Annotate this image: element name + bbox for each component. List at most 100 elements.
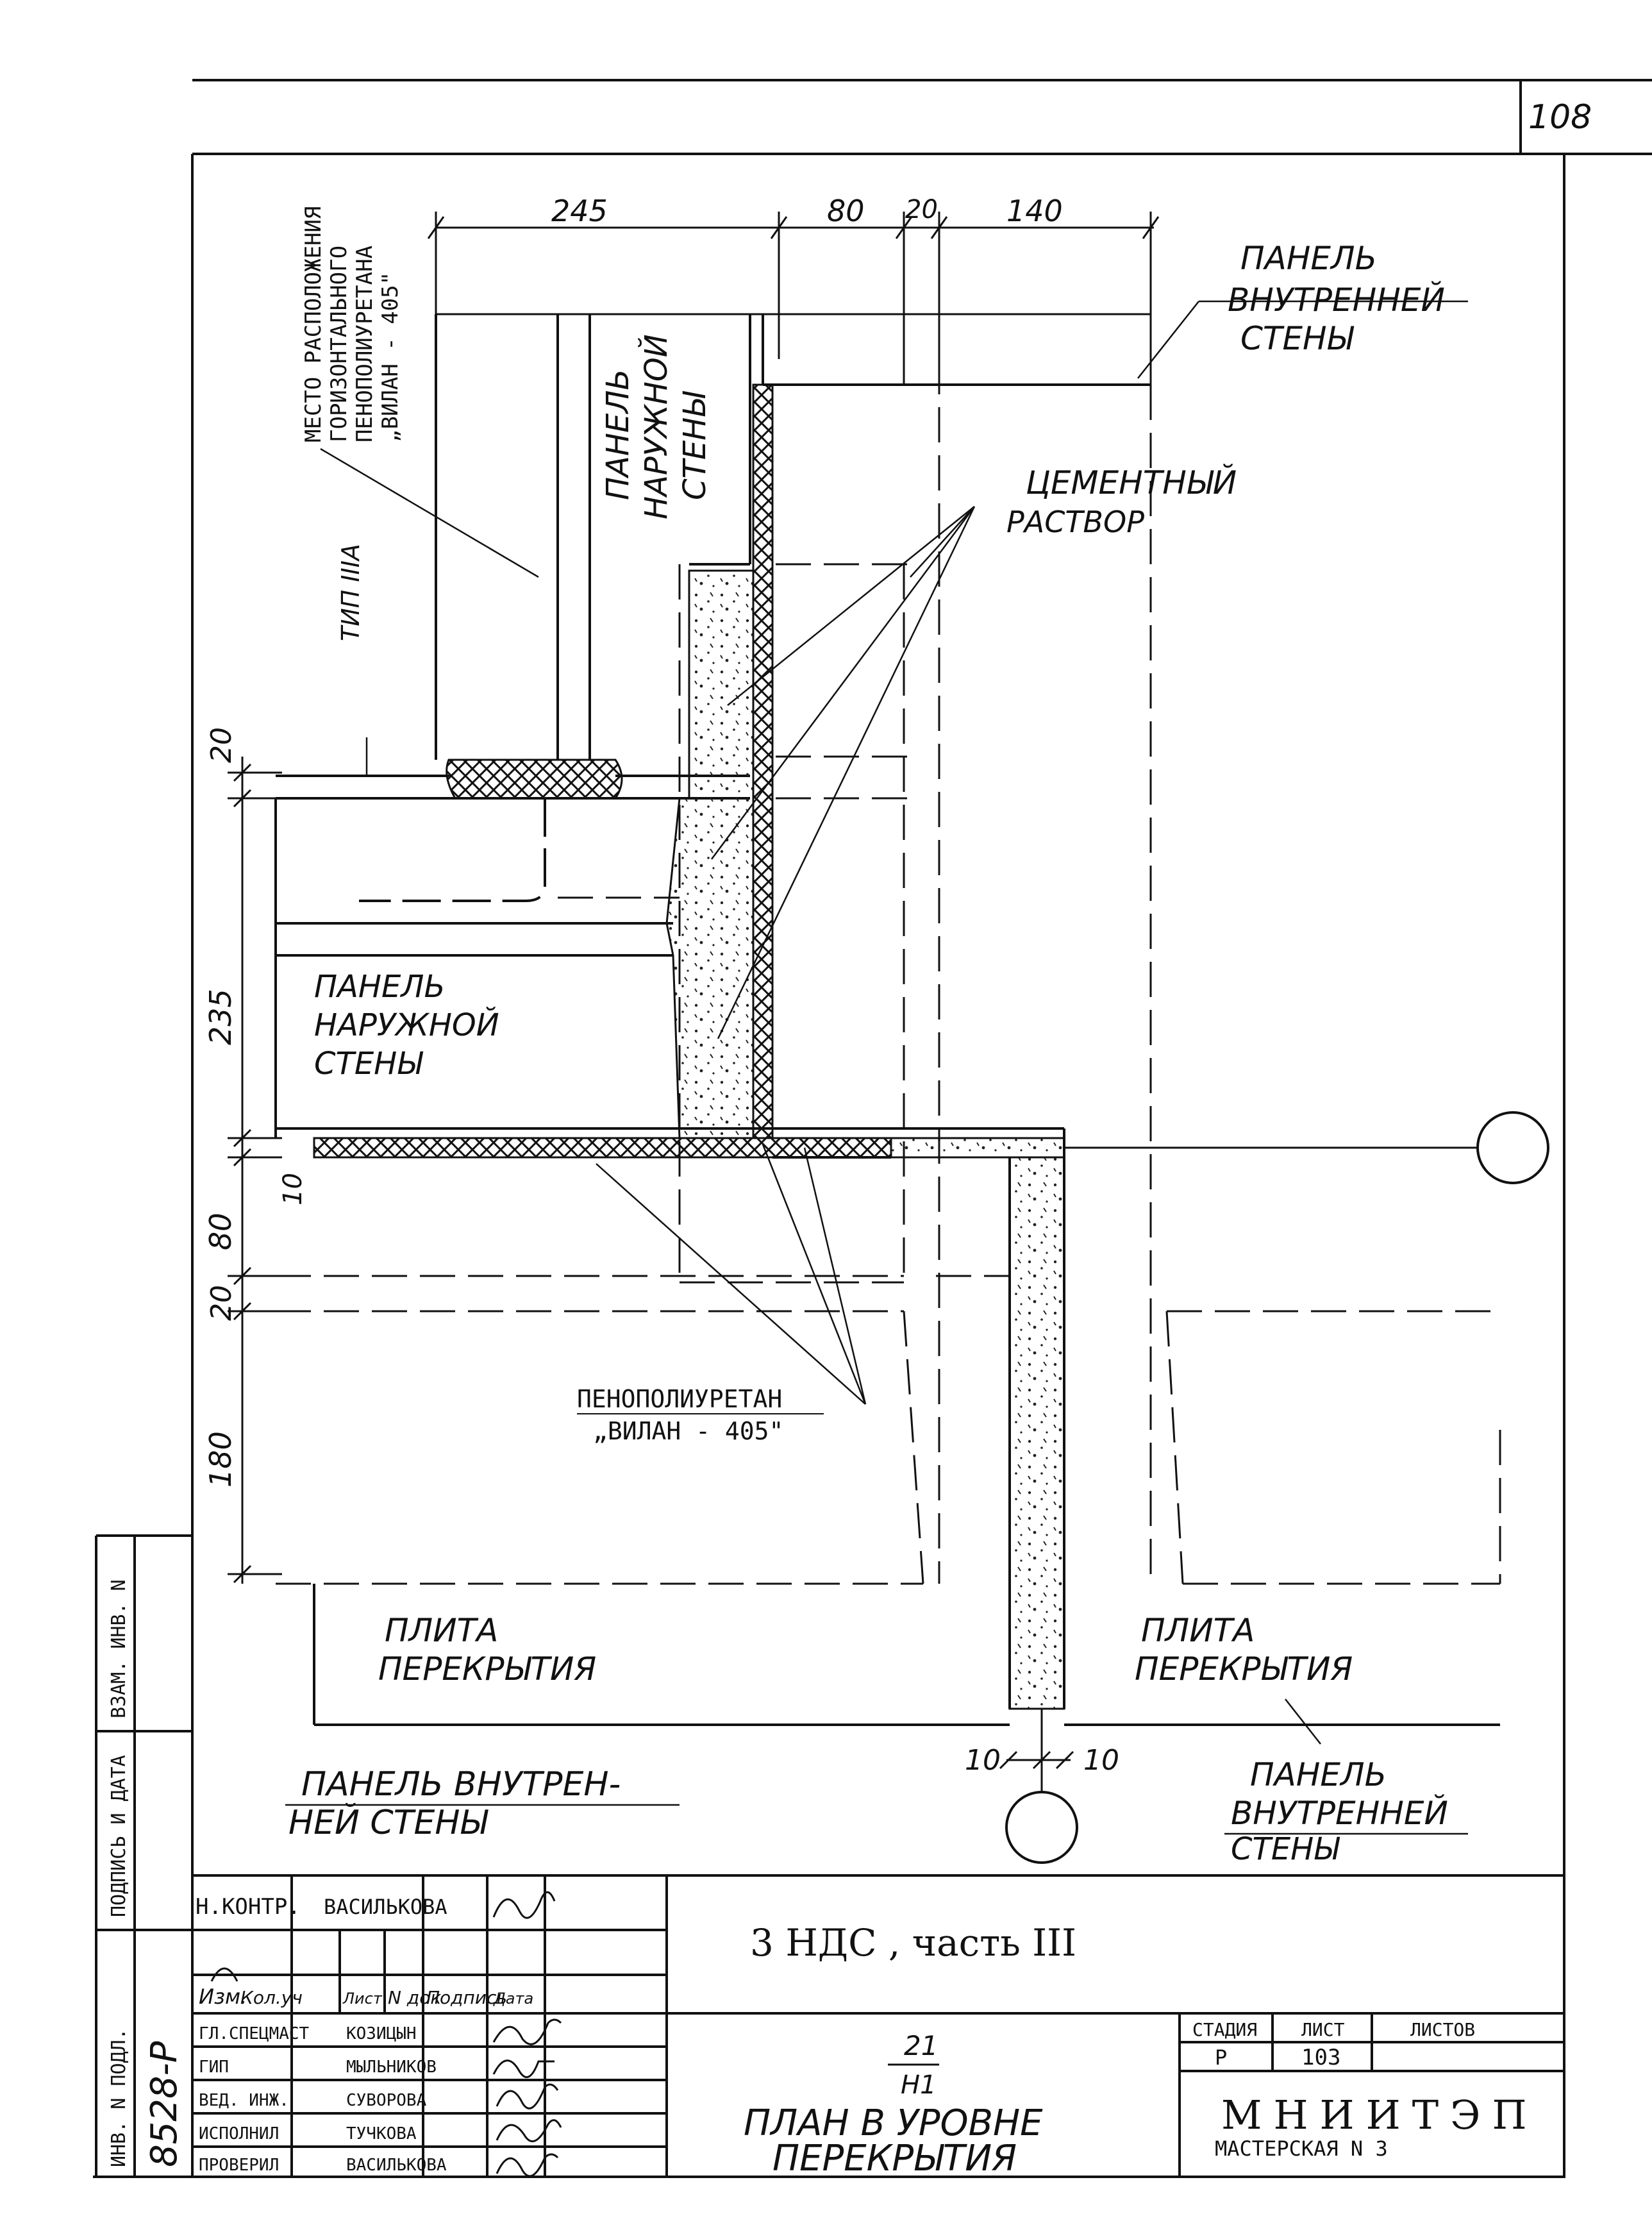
dim-top-140: 140 <box>1006 194 1063 228</box>
svg-text:СТАДИЯ: СТАДИЯ <box>1192 2019 1257 2040</box>
svg-text:СТЕНЫ: СТЕНЫ <box>314 1046 424 1082</box>
svg-text:ПАНЕЛЬ: ПАНЕЛЬ <box>600 369 636 500</box>
label-foam: ПЕНОПОЛИУРЕТАН „ВИЛАН - 405" <box>577 1385 824 1445</box>
sheet-mark: Н1 <box>901 2070 937 2100</box>
page-number: 108 <box>1528 98 1592 137</box>
svg-text:КОЗИЦЫН: КОЗИЦЫН <box>346 2024 417 2043</box>
foam-seal-horizontal-top <box>446 759 623 800</box>
top-dimension-chain <box>427 212 1160 385</box>
grid-axis-marker-bottom <box>1005 1791 1078 1864</box>
svg-text:ПАНЕЛЬ: ПАНЕЛЬ <box>1240 240 1377 277</box>
svg-text:ПЕНОПОЛИУРЕТАНА: ПЕНОПОЛИУРЕТАНА <box>352 246 378 442</box>
svg-text:ПЕРЕКРЫТИЯ: ПЕРЕКРЫТИЯ <box>378 1650 596 1688</box>
side-stamp-inv-original: ИНВ. N ПОДЛ. <box>108 2028 130 2167</box>
label-outer-wall-panel-vertical: ПАНЕЛЬ НАРУЖНОЙ СТЕНЫ <box>600 334 713 519</box>
slab-edge-lines <box>313 1584 1500 1726</box>
dim-top-20: 20 <box>905 195 938 224</box>
side-stamp <box>95 1534 192 2177</box>
svg-text:СТЕНЫ: СТЕНЫ <box>677 390 713 500</box>
svg-text:ПЛИТА: ПЛИТА <box>385 1612 498 1649</box>
label-cement-mortar: ЦЕМЕНТНЫЙ РАСТВОР <box>1006 464 1237 539</box>
inner-wall-edges <box>772 1127 1065 1709</box>
label-inner-wall-panel-bottom-right: ПАНЕЛЬ ВНУТРЕННЕЙ СТЕНЫ <box>1224 1756 1468 1867</box>
dim-left-80: 80 <box>203 1212 238 1250</box>
svg-text:Кол.уч: Кол.уч <box>240 1987 303 2008</box>
stage-block: СТАДИЯ ЛИСТ ЛИСТОВ Р 103 <box>1192 2019 1475 2070</box>
label-floor-slab-left: ПЛИТА ПЕРЕКРЫТИЯ <box>378 1612 596 1688</box>
dim-bottom-10-right: 10 <box>1083 1744 1119 1777</box>
svg-text:„ВИЛАН - 405": „ВИЛАН - 405" <box>378 272 403 442</box>
leader-lines <box>320 300 1468 1745</box>
svg-text:N док: N док <box>388 1987 441 2008</box>
svg-text:Изм.: Изм. <box>199 1984 247 2009</box>
norm-control-name: ВАСИЛЬКОВА <box>324 1895 447 1919</box>
svg-text:ПЛИТА: ПЛИТА <box>1141 1612 1255 1649</box>
dim-left-20b: 20 <box>205 1285 238 1321</box>
dim-left-10: 10 <box>278 1173 308 1205</box>
svg-text:103: 103 <box>1301 2045 1340 2070</box>
svg-text:Дата: Дата <box>493 1990 533 2008</box>
dim-left-180: 180 <box>203 1431 238 1488</box>
label-inner-wall-panel-bottom-left: ПАНЕЛЬ ВНУТРЕН- НЕЙ СТЕНЫ <box>285 1765 680 1842</box>
title-block-header: Изм. Кол.уч Лист N док Подпись Дата <box>199 1984 533 2009</box>
side-stamp-value: 8528-Р <box>144 2041 185 2167</box>
svg-text:ЛИСТ: ЛИСТ <box>1301 2019 1345 2040</box>
svg-text:ПЕРЕКРЫТИЯ: ПЕРЕКРЫТИЯ <box>1135 1650 1353 1688</box>
svg-text:ПАНЕЛЬ: ПАНЕЛЬ <box>1250 1756 1387 1793</box>
svg-text:ПЕНОПОЛИУРЕТАН: ПЕНОПОЛИУРЕТАН <box>577 1385 782 1413</box>
svg-text:ПАНЕЛЬ: ПАНЕЛЬ <box>314 969 445 1005</box>
label-outer-wall-panel-left: ПАНЕЛЬ НАРУЖНОЙ СТЕНЫ <box>314 969 499 1082</box>
side-stamp-signature-date: ПОДПИСЬ И ДАТА <box>108 1755 130 1917</box>
svg-text:МЕСТО РАСПОЛОЖЕНИЯ: МЕСТО РАСПОЛОЖЕНИЯ <box>301 206 326 442</box>
workshop-name: МАСТЕРСКАЯ N 3 <box>1215 2136 1388 2161</box>
drawing-title-line1: ПЛАН В УРОВНЕ <box>744 2102 1043 2144</box>
dim-top-245: 245 <box>551 194 608 228</box>
left-dimension-chain <box>228 757 282 1584</box>
signature-marks <box>210 1891 562 2177</box>
grid-axis-marker-right <box>1476 1111 1549 1184</box>
svg-text:СУВОРОВА: СУВОРОВА <box>346 2091 427 2110</box>
svg-text:ГОРИЗОНТАЛЬНОГО: ГОРИЗОНТАЛЬНОГО <box>326 246 352 442</box>
dim-left-235: 235 <box>203 989 238 1045</box>
svg-text:СТЕНЫ: СТЕНЫ <box>1240 320 1355 357</box>
drawing-code: 3 НДС , часть III <box>750 1921 1076 1965</box>
svg-text:Лист: Лист <box>342 1990 383 2008</box>
svg-text:ЛИСТОВ: ЛИСТОВ <box>1410 2019 1475 2040</box>
svg-text:ПАНЕЛЬ ВНУТРЕН-: ПАНЕЛЬ ВНУТРЕН- <box>301 1765 621 1804</box>
svg-text:РАСТВОР: РАСТВОР <box>1006 505 1144 539</box>
dim-bottom-10-left: 10 <box>965 1744 1001 1777</box>
bottom-dimension <box>999 1750 1074 1770</box>
svg-text:НЕЙ СТЕНЫ: НЕЙ СТЕНЫ <box>288 1803 488 1842</box>
svg-text:ИСПОЛНИЛ: ИСПОЛНИЛ <box>199 2124 279 2143</box>
svg-text:ТУЧКОВА: ТУЧКОВА <box>346 2124 417 2143</box>
placement-note: МЕСТО РАСПОЛОЖЕНИЯ ГОРИЗОНТАЛЬНОГО ПЕНОП… <box>301 206 403 442</box>
svg-text:Подпись: Подпись <box>426 1987 507 2008</box>
hidden-contours <box>276 359 1501 1585</box>
label-inner-wall-panel-top: ПАНЕЛЬ ВНУТРЕННЕЙ СТЕНЫ <box>1228 240 1445 357</box>
svg-text:ЦЕМЕНТНЫЙ: ЦЕМЕНТНЫЙ <box>1026 464 1237 501</box>
svg-text:ГЛ.СПЕЦМАСТ: ГЛ.СПЕЦМАСТ <box>199 2024 310 2043</box>
side-stamp-replaced-inv: ВЗАМ. ИНВ. N <box>108 1579 130 1718</box>
label-floor-slab-right: ПЛИТА ПЕРЕКРЫТИЯ <box>1135 1612 1353 1688</box>
svg-text:НАРУЖНОЙ: НАРУЖНОЙ <box>314 1007 499 1043</box>
dim-top-80: 80 <box>827 194 865 228</box>
norm-control-role: Н.КОНТР. <box>196 1894 301 1920</box>
svg-text:ВЕД. ИНЖ.: ВЕД. ИНЖ. <box>199 2091 289 2110</box>
type-label: ТИП IIIА <box>337 544 365 641</box>
svg-text:НАРУЖНОЙ: НАРУЖНОЙ <box>638 334 674 519</box>
svg-text:ГИП: ГИП <box>199 2058 229 2077</box>
svg-text:ВАСИЛЬКОВА: ВАСИЛЬКОВА <box>346 2156 447 2175</box>
svg-text:ПРОВЕРИЛ: ПРОВЕРИЛ <box>199 2156 279 2175</box>
svg-text:Р: Р <box>1215 2045 1227 2070</box>
svg-text:СТЕНЫ: СТЕНЫ <box>1231 1831 1340 1867</box>
title-block-grid <box>191 1874 1565 2178</box>
svg-text:ВНУТРЕННЕЙ: ВНУТРЕННЕЙ <box>1231 1794 1448 1832</box>
svg-text:ВНУТРЕННЕЙ: ВНУТРЕННЕЙ <box>1228 281 1445 319</box>
drawing-title-line2: ПЕРЕКРЫТИЯ <box>772 2138 1017 2179</box>
cement-mortar-inner-wall <box>1008 1156 1065 1710</box>
title-block-people: ГЛ.СПЕЦМАСТ КОЗИЦЫН ГИП МЫЛЬНИКОВ ВЕД. И… <box>199 2024 447 2175</box>
svg-text:„ВИЛАН - 405": „ВИЛАН - 405" <box>593 1417 783 1445</box>
sheet-number: 21 <box>904 2030 938 2061</box>
cement-mortar-horizontal <box>890 1137 1065 1159</box>
